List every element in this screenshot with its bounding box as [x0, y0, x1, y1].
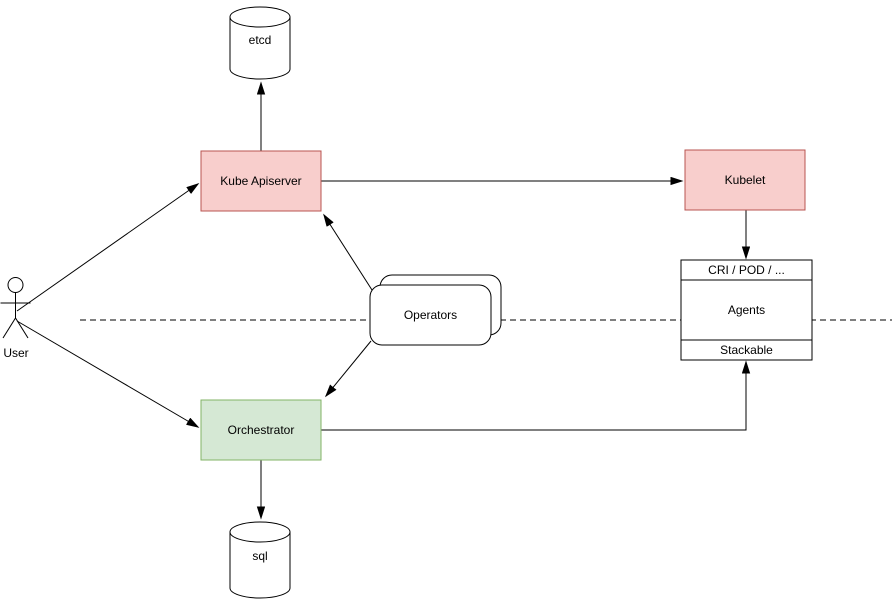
edge-orchestrator-to-stackable[interactable] [321, 362, 746, 431]
sql-database-node[interactable]: sql [229, 521, 291, 599]
edge-user-to-apiserver[interactable] [16, 184, 198, 312]
actor-head-icon [7, 277, 24, 293]
kube-apiserver-label: Kube Apiserver [220, 174, 301, 188]
edge-operators-to-apiserver[interactable] [324, 215, 373, 291]
agents-header-label: CRI / POD / ... [708, 263, 785, 277]
kube-apiserver-node[interactable]: Kube Apiserver [200, 150, 322, 212]
edge-user-to-orchestrator[interactable] [16, 320, 198, 427]
orchestrator-label: Orchestrator [228, 423, 295, 437]
kube-apiserver-box [200, 150, 322, 212]
edge-operators-to-orchestrator[interactable] [326, 340, 372, 396]
actor-left-leg-line [2, 317, 16, 339]
actor-right-leg-line [15, 317, 29, 339]
agents-footer-label: Stackable [720, 343, 773, 357]
etcd-cylinder-rim [229, 16, 291, 28]
user-label: User [3, 346, 28, 360]
operators-label: Operators [404, 308, 457, 322]
etcd-label: etcd [249, 33, 272, 47]
kubelet-node[interactable]: Kubelet [684, 149, 806, 211]
sql-cylinder-rim [229, 531, 291, 543]
kubelet-label: Kubelet [725, 173, 766, 187]
agents-node[interactable]: CRI / POD / ... Agents Stackable [680, 259, 813, 361]
sql-label: sql [252, 549, 267, 563]
kubelet-box [684, 149, 806, 211]
operators-node[interactable]: Operators [369, 274, 502, 346]
orchestrator-box [200, 399, 322, 461]
orchestrator-node[interactable]: Orchestrator [200, 399, 322, 461]
agents-body-label: Agents [728, 303, 765, 317]
user-actor-node[interactable]: User [0, 277, 31, 361]
operators-front-card [369, 284, 492, 346]
agents-box [680, 259, 813, 361]
etcd-database-node[interactable]: etcd [229, 6, 291, 80]
